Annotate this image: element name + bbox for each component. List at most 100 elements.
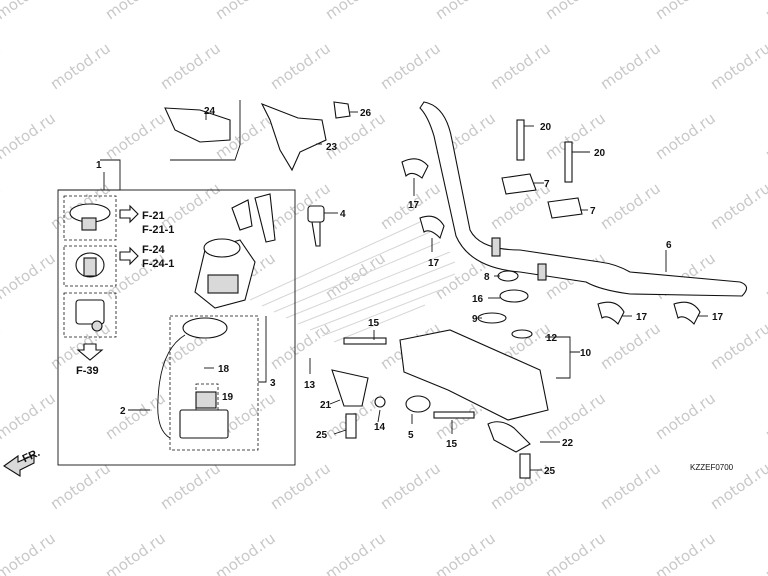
ref-f24-1: F-24-1	[142, 258, 174, 270]
watermark-text: motod.ru	[102, 109, 169, 163]
ref-f21-1: F-21-1	[142, 224, 174, 236]
callout-12: 12	[546, 333, 558, 344]
watermark-text: motod.ru	[267, 179, 334, 233]
watermark-text: motod.ru	[47, 459, 114, 513]
watermark-text: motod.ru	[0, 459, 4, 513]
watermark-text: motod.ru	[212, 0, 279, 23]
watermark-text: motod.ru	[542, 529, 609, 576]
watermark-text: motod.ru	[652, 109, 719, 163]
watermark-text: motod.ru	[762, 529, 768, 576]
watermark-text: motod.ru	[707, 179, 768, 233]
diagram-code: KZZEF0700	[690, 463, 734, 472]
callout-23: 23	[326, 142, 338, 153]
front-label: FR.	[21, 447, 42, 465]
ref-f24: F-24	[142, 244, 166, 256]
watermark-text: motod.ru	[322, 0, 389, 23]
front-arrow	[3, 454, 35, 477]
watermark-text: motod.ru	[267, 39, 334, 93]
callout-17d: 17	[712, 312, 724, 323]
callout-7a: 7	[544, 179, 550, 190]
watermark-text: motod.ru	[0, 249, 59, 303]
callout-3: 3	[270, 378, 276, 389]
watermark-text: motod.ru	[0, 529, 59, 576]
watermark-text: motod.ru	[212, 529, 279, 576]
watermark-text: motod.ru	[0, 39, 4, 93]
clip-26	[333, 101, 351, 119]
callout-17b: 17	[428, 258, 440, 269]
callout-17a: 17	[408, 200, 420, 211]
bracket-24	[164, 100, 241, 161]
clamps-17	[401, 158, 701, 325]
bracket-23	[260, 102, 327, 172]
watermark-text: motod.ru	[322, 529, 389, 576]
key-4	[307, 205, 325, 247]
callout-9: 9	[472, 314, 478, 325]
assembly-box-1	[57, 159, 296, 466]
ref-f39: F-39	[76, 365, 99, 377]
callout-20b: 20	[594, 148, 606, 159]
watermark-text: motod.ru	[377, 459, 444, 513]
ref-box-f24	[63, 245, 117, 287]
callout-2: 2	[120, 406, 126, 417]
callout-18: 18	[218, 364, 230, 375]
watermark-text: motod.ru	[597, 179, 664, 233]
watermark-text: motod.ru	[597, 39, 664, 93]
watermark-text: motod.ru	[157, 39, 224, 93]
watermark-text: motod.ru	[102, 529, 169, 576]
watermark-text: motod.ru	[0, 389, 59, 443]
callout-16: 16	[472, 294, 484, 305]
watermark-text: motod.ru	[0, 179, 4, 233]
watermark-text: motod.ru	[542, 389, 609, 443]
callout-15a: 15	[368, 318, 380, 329]
callout-labels: 24 26 23 1 4 20 20 7 7 17 17 17 17 6 8 1…	[96, 106, 724, 477]
decorative-hatch	[249, 221, 456, 343]
callout-15b: 15	[446, 439, 458, 450]
watermark-text: motod.ru	[597, 319, 664, 373]
callout-21: 21	[320, 400, 332, 411]
callout-13: 13	[304, 380, 316, 391]
callout-6: 6	[666, 240, 672, 251]
watermark-text: motod.ru	[432, 529, 499, 576]
watermark-text: motod.ru	[0, 0, 59, 23]
ref-box-f21	[63, 195, 117, 241]
watermark-text: motod.ru	[47, 39, 114, 93]
watermark-text: motod.ru	[762, 109, 768, 163]
watermark-text: motod.ru	[652, 529, 719, 576]
watermark-text: motod.ru	[762, 389, 768, 443]
watermark-text: motod.ru	[377, 39, 444, 93]
ignition-switch	[194, 193, 276, 309]
callout-7b: 7	[590, 206, 596, 217]
callout-1: 1	[96, 160, 102, 171]
callout-20a: 20	[540, 122, 552, 133]
watermark-text: motod.ru	[652, 389, 719, 443]
upper-holders-7	[501, 119, 583, 219]
watermark-text: motod.ru	[652, 0, 719, 23]
callout-14: 14	[374, 422, 386, 433]
watermark-text: motod.ru	[762, 249, 768, 303]
callout-5: 5	[408, 430, 414, 441]
callout-8: 8	[484, 272, 490, 283]
watermark-text: motod.ru	[432, 0, 499, 23]
ref-box-f39	[63, 292, 117, 338]
watermark-text: motod.ru	[267, 319, 334, 373]
watermark-text: motod.ru	[0, 109, 59, 163]
ref-f21: F-21	[142, 210, 165, 222]
leader-lines	[103, 111, 708, 471]
subassembly-box-3	[157, 315, 259, 451]
reference-arrows	[76, 204, 139, 361]
watermark-text: motod.ru	[267, 459, 334, 513]
handlebar-6	[419, 101, 748, 297]
watermark-text: motod.ru	[322, 109, 389, 163]
watermark-text: motod.ru	[542, 0, 609, 23]
top-bridge-10	[331, 270, 549, 479]
callout-22: 22	[562, 438, 574, 449]
callout-26: 26	[360, 108, 372, 119]
watermark-text: motod.ru	[487, 39, 554, 93]
callout-4: 4	[340, 209, 346, 220]
callout-10: 10	[580, 348, 592, 359]
callout-25a: 25	[316, 430, 328, 441]
callout-17c: 17	[636, 312, 648, 323]
callout-25b: 25	[544, 466, 556, 477]
reference-labels: F-21 F-21-1 F-24 F-24-1 F-39	[76, 210, 174, 377]
